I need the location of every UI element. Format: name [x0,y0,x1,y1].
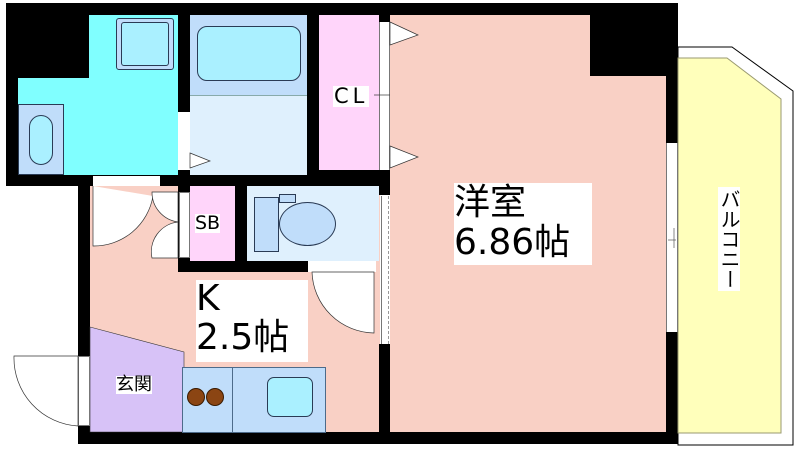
western-room-name: 洋室 [454,182,527,223]
wash-basin [18,104,64,175]
washing-machine-drum-icon [121,22,169,66]
balcony-window[interactable] [666,143,678,332]
western-room-label: 洋室 6.86帖 [454,183,592,265]
entrance-door-opening[interactable] [78,356,90,426]
wall-bath-closet [307,15,319,186]
toilet-lid [279,194,296,203]
basin-bowl-icon [29,115,53,165]
bathtub [190,15,307,96]
sink-icon [267,377,313,417]
kitchen-size: 2.5帖 [196,317,290,358]
kitchen-name: K [196,278,220,319]
stove-divider [232,367,233,433]
bathtub-basin-icon [197,26,301,81]
entrance-label: 玄関 [116,374,152,395]
toilet-bowl-icon [279,202,336,246]
washing-machine [116,18,174,70]
bathroom-floor [190,95,307,175]
western-room-right [590,76,666,432]
kitchen-label: K 2.5帖 [196,280,308,362]
closet-door[interactable] [379,22,390,170]
wall-kitchen-room-lower [379,344,390,444]
wall-right-upper [666,3,678,143]
toilet-tank [254,197,279,252]
toilet-door[interactable] [308,261,376,272]
wall-top-right-block [590,3,678,76]
wall-right-lower [666,332,678,444]
western-room-size: 6.86帖 [454,222,571,263]
bathroom-door[interactable] [178,112,190,170]
toilet-side-window [381,196,389,344]
stove-burner-icon [206,388,224,406]
balcony-label: バルコニー [717,187,741,291]
shoe-box-door[interactable] [179,192,190,258]
wall-sb-t [235,186,247,272]
closet-label: CL [333,84,370,108]
wall-closet-bottom [319,170,390,186]
wall-wash-bath-upper [178,15,190,112]
wall-bottom [78,432,678,444]
stove-burner-icon [187,388,205,406]
shoe-box-label: SB [195,212,221,234]
